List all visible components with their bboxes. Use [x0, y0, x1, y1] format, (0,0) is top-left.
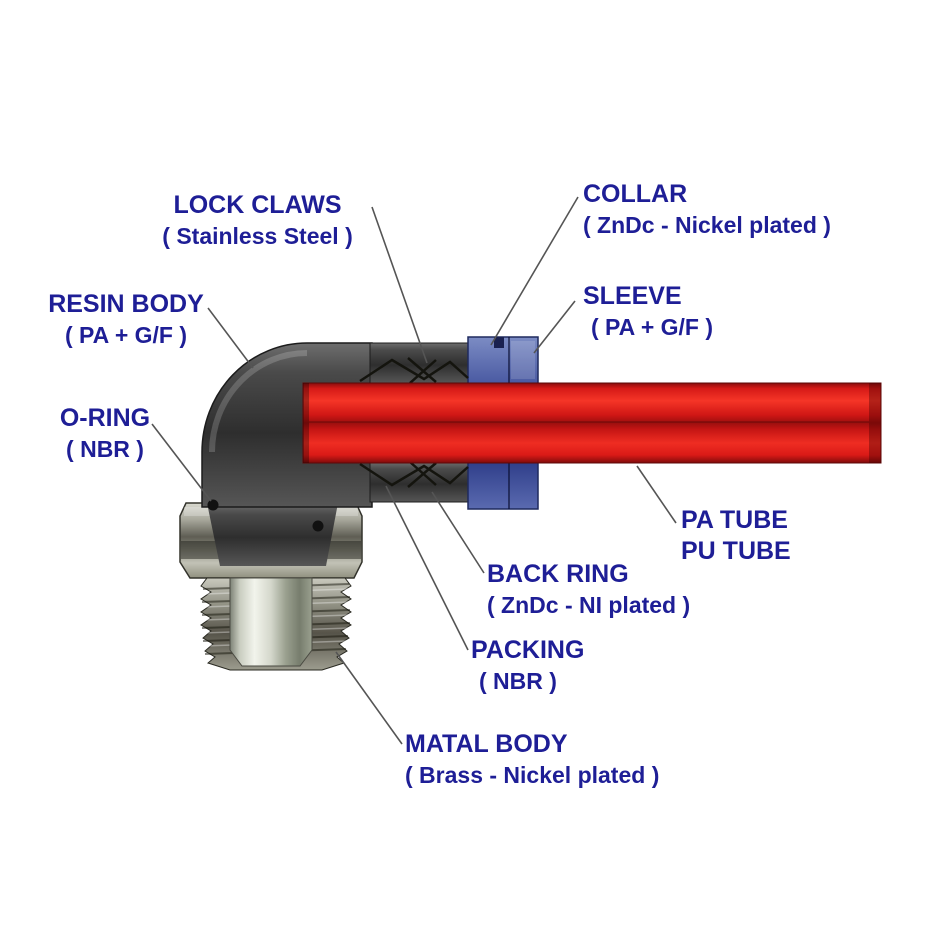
leader-packing [385, 485, 469, 651]
label-sleeve: SLEEVE ( PA + G/F ) [583, 281, 803, 343]
leader-metal-body [335, 651, 403, 745]
pa-tube-shape [302, 382, 882, 464]
label-resin-body: RESIN BODY ( PA + G/F ) [36, 289, 216, 351]
label-collar: COLLAR ( ZnDc - Nickel plated ) [583, 179, 883, 241]
label-o-ring: O-RING ( NBR ) [50, 403, 160, 465]
label-sleeve-title: SLEEVE [583, 282, 682, 310]
leader-o-ring [151, 423, 212, 502]
o-ring-shape [207, 499, 219, 511]
label-pa-tube-title: PA TUBE [681, 506, 788, 534]
resin-body-stem-shape [207, 503, 338, 566]
label-back-ring-material: ( ZnDc - NI plated ) [487, 592, 691, 618]
label-lock-claws-material: ( Stainless Steel ) [162, 223, 353, 249]
label-resin-body-material: ( PA + G/F ) [64, 322, 188, 348]
leader-back-ring [431, 491, 485, 574]
pa-tube-insert-shade [303, 383, 309, 463]
label-metal-body: MATAL BODY ( Brass - Nickel plated ) [405, 729, 705, 791]
leader-resin-body [207, 307, 254, 369]
label-pa-tube: PA TUBE PU TUBE [681, 505, 821, 567]
lock-claws-shape [359, 357, 469, 488]
label-metal-body-material: ( Brass - Nickel plated ) [405, 762, 660, 788]
label-lock-claws-title: LOCK CLAWS [173, 191, 342, 219]
pa-tube-end-cap [869, 383, 881, 463]
resin-body-corner-highlight [209, 350, 308, 453]
label-lock-claws: LOCK CLAWS ( Stainless Steel ) [140, 190, 375, 252]
label-pu-tube-title: PU TUBE [681, 537, 791, 565]
label-metal-body-title: MATAL BODY [405, 730, 568, 758]
label-resin-body-title: RESIN BODY [48, 290, 204, 318]
label-packing-title: PACKING [471, 636, 585, 664]
label-back-ring-title: BACK RING [487, 560, 629, 588]
leader-sleeve [533, 300, 576, 354]
leader-lines [151, 196, 677, 745]
leader-pa-tube [636, 465, 677, 524]
label-o-ring-title: O-RING [59, 404, 151, 432]
packing-ring-dot [312, 520, 324, 532]
label-o-ring-material: ( NBR ) [66, 436, 144, 462]
label-collar-material: ( ZnDc - Nickel plated ) [583, 212, 831, 238]
label-sleeve-material: ( PA + G/F ) [591, 314, 714, 340]
leader-lock-claws [371, 206, 428, 364]
metal-body-inner-bore-shape [229, 577, 313, 667]
label-packing: PACKING ( NBR ) [471, 635, 641, 697]
sleeve-highlight [511, 341, 535, 379]
leader-collar [490, 196, 579, 346]
label-back-ring: BACK RING ( ZnDc - NI plated ) [487, 559, 737, 621]
collar-notch [494, 337, 504, 348]
label-packing-material: ( NBR ) [479, 668, 557, 694]
label-collar-title: COLLAR [583, 180, 688, 208]
